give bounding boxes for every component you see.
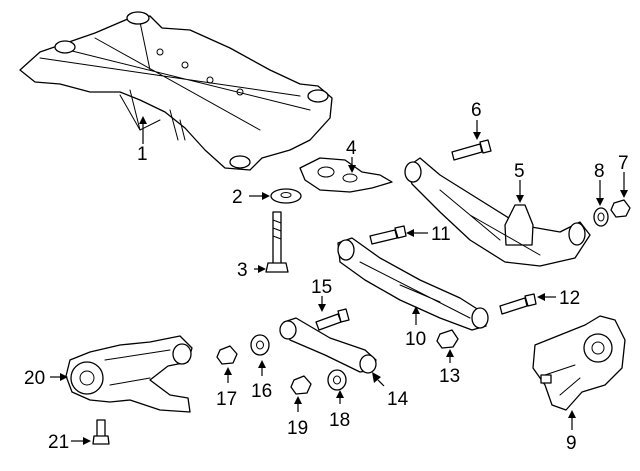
callout-17: 17: [216, 389, 237, 410]
callout-13: 13: [439, 366, 460, 387]
part-14-link-arm: [279, 317, 377, 374]
part-15-bolt: [315, 308, 350, 331]
part-11-bolt: [369, 225, 407, 245]
leader-11: [406, 229, 428, 237]
callout-18: 18: [329, 410, 350, 431]
part-20-trailing-arm: [65, 335, 193, 413]
leader-13: [446, 349, 454, 363]
callout-11: 11: [431, 224, 451, 245]
leader-8: [596, 180, 604, 206]
leader-6: [473, 120, 481, 140]
callout-labels: 1 2 3 4 5 6 7 8 9 10 11 12 13 14 15 16 1…: [24, 100, 629, 454]
leader-4: [348, 157, 356, 173]
callout-7: 7: [618, 153, 629, 174]
part-12-bolt: [499, 293, 537, 315]
callout-20: 20: [24, 368, 45, 389]
callout-19: 19: [287, 418, 308, 439]
callout-10: 10: [405, 329, 426, 350]
part-17-nut: [216, 345, 238, 365]
part-1-subframe: [19, 11, 333, 171]
part-8-washer: [593, 207, 609, 227]
callout-3: 3: [237, 260, 248, 281]
leader-18: [336, 390, 344, 404]
part-21-bolt: [92, 419, 110, 445]
callout-8: 8: [594, 161, 605, 182]
part-9-knuckle: [532, 315, 626, 411]
part-4-bracket: [299, 157, 393, 193]
part-13-nut: [436, 329, 459, 349]
callout-6: 6: [471, 100, 482, 121]
part-18-washer: [327, 369, 347, 391]
leader-3: [254, 265, 266, 273]
part-6-bolt: [451, 139, 492, 161]
part-19-nut: [290, 375, 312, 395]
leader-14: [372, 372, 385, 387]
part-16-washer: [250, 334, 270, 356]
part-10-lower-control-arm: [337, 237, 489, 331]
callout-5: 5: [514, 161, 525, 182]
leader-9: [568, 410, 576, 430]
callout-1: 1: [137, 144, 148, 165]
callout-16: 16: [251, 381, 272, 402]
leader-lines: [50, 116, 628, 445]
callout-4: 4: [346, 138, 357, 159]
leader-12: [537, 293, 556, 301]
callout-21: 21: [48, 432, 69, 453]
leader-10: [412, 306, 420, 325]
part-5-upper-control-arm: [404, 157, 591, 267]
leader-15: [318, 296, 326, 312]
leader-2: [249, 192, 270, 200]
part-3-long-bolt: [265, 211, 289, 273]
leader-7: [620, 172, 628, 198]
callout-14: 14: [387, 389, 409, 410]
callout-9: 9: [566, 433, 577, 454]
part-7-nut: [610, 199, 631, 218]
leader-16: [258, 360, 266, 376]
leader-21: [71, 437, 91, 445]
part-2-washer: [270, 188, 302, 204]
leader-1: [139, 116, 147, 144]
leader-5: [516, 180, 524, 203]
leader-17: [224, 367, 232, 383]
callout-15: 15: [311, 277, 332, 298]
leader-19: [294, 396, 302, 412]
callout-12: 12: [559, 288, 580, 309]
callout-2: 2: [232, 187, 243, 208]
leader-20: [50, 373, 68, 381]
